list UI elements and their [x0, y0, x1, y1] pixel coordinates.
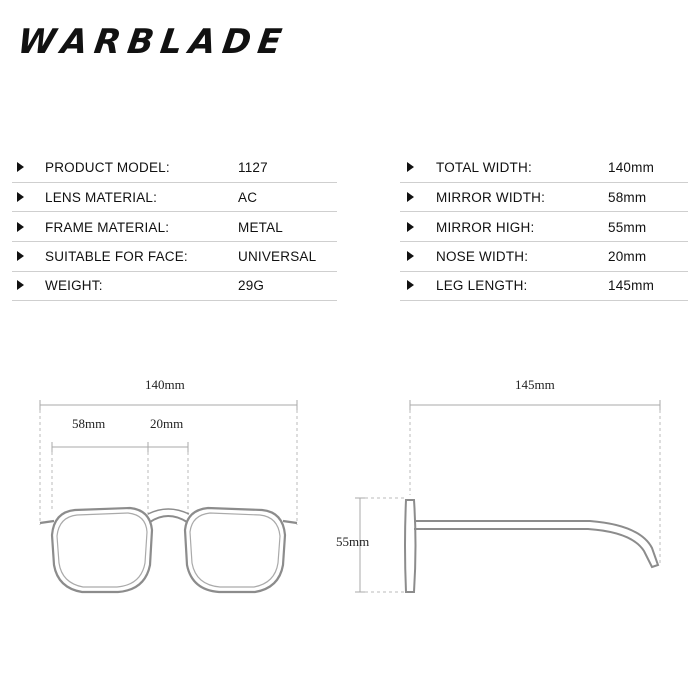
- bullet-arrow-icon: [407, 162, 414, 172]
- bullet-arrow-icon: [17, 162, 24, 172]
- spec-label: NOSE WIDTH:: [436, 249, 529, 264]
- spec-value: 20mm: [608, 249, 647, 264]
- bullet-arrow-icon: [17, 251, 24, 261]
- bullet-arrow-icon: [407, 280, 414, 290]
- bullet-arrow-icon: [407, 251, 414, 261]
- bullet-arrow-icon: [17, 280, 24, 290]
- row-divider: [12, 211, 337, 212]
- row-divider: [400, 300, 688, 301]
- bullet-arrow-icon: [17, 192, 24, 202]
- row-divider: [12, 271, 337, 272]
- spec-label: FRAME MATERIAL:: [45, 220, 170, 235]
- spec-value: METAL: [238, 220, 284, 235]
- spec-table: PRODUCT MODEL: 1127 LENS MATERIAL: AC FR…: [0, 0, 700, 320]
- spec-label: PRODUCT MODEL:: [45, 160, 170, 175]
- lens-height-label: 55mm: [336, 534, 369, 549]
- total-width-label: 140mm: [145, 377, 185, 392]
- row-divider: [12, 241, 337, 242]
- glasses-frame-side: [404, 499, 660, 593]
- row-divider: [400, 182, 688, 183]
- row-divider: [400, 271, 688, 272]
- bullet-arrow-icon: [17, 222, 24, 232]
- glasses-frame-front: [39, 506, 298, 594]
- row-divider: [400, 241, 688, 242]
- spec-label: SUITABLE FOR FACE:: [45, 249, 188, 264]
- spec-value: 140mm: [608, 160, 655, 175]
- lens-width-label: 58mm: [72, 416, 105, 431]
- spec-value: AC: [238, 190, 258, 205]
- row-divider: [12, 300, 337, 301]
- spec-label: LENS MATERIAL:: [45, 190, 158, 205]
- spec-value: 55mm: [608, 220, 647, 235]
- bullet-arrow-icon: [407, 222, 414, 232]
- spec-label: MIRROR WIDTH:: [436, 190, 546, 205]
- spec-label: MIRROR HIGH:: [436, 220, 535, 235]
- spec-label: WEIGHT:: [45, 278, 103, 293]
- spec-label: LEG LENGTH:: [436, 278, 528, 293]
- leg-length-label: 145mm: [515, 377, 555, 392]
- bridge-width-label: 20mm: [150, 416, 183, 431]
- spec-value: 145mm: [608, 278, 655, 293]
- spec-value: UNIVERSAL: [238, 249, 317, 264]
- row-divider: [400, 211, 688, 212]
- bullet-arrow-icon: [407, 192, 414, 202]
- spec-value: 58mm: [608, 190, 647, 205]
- side-view: [355, 400, 661, 593]
- spec-label: TOTAL WIDTH:: [436, 160, 532, 175]
- front-view: [39, 400, 298, 594]
- row-divider: [12, 182, 337, 183]
- spec-value: 29G: [238, 278, 265, 293]
- spec-value: 1127: [238, 160, 268, 175]
